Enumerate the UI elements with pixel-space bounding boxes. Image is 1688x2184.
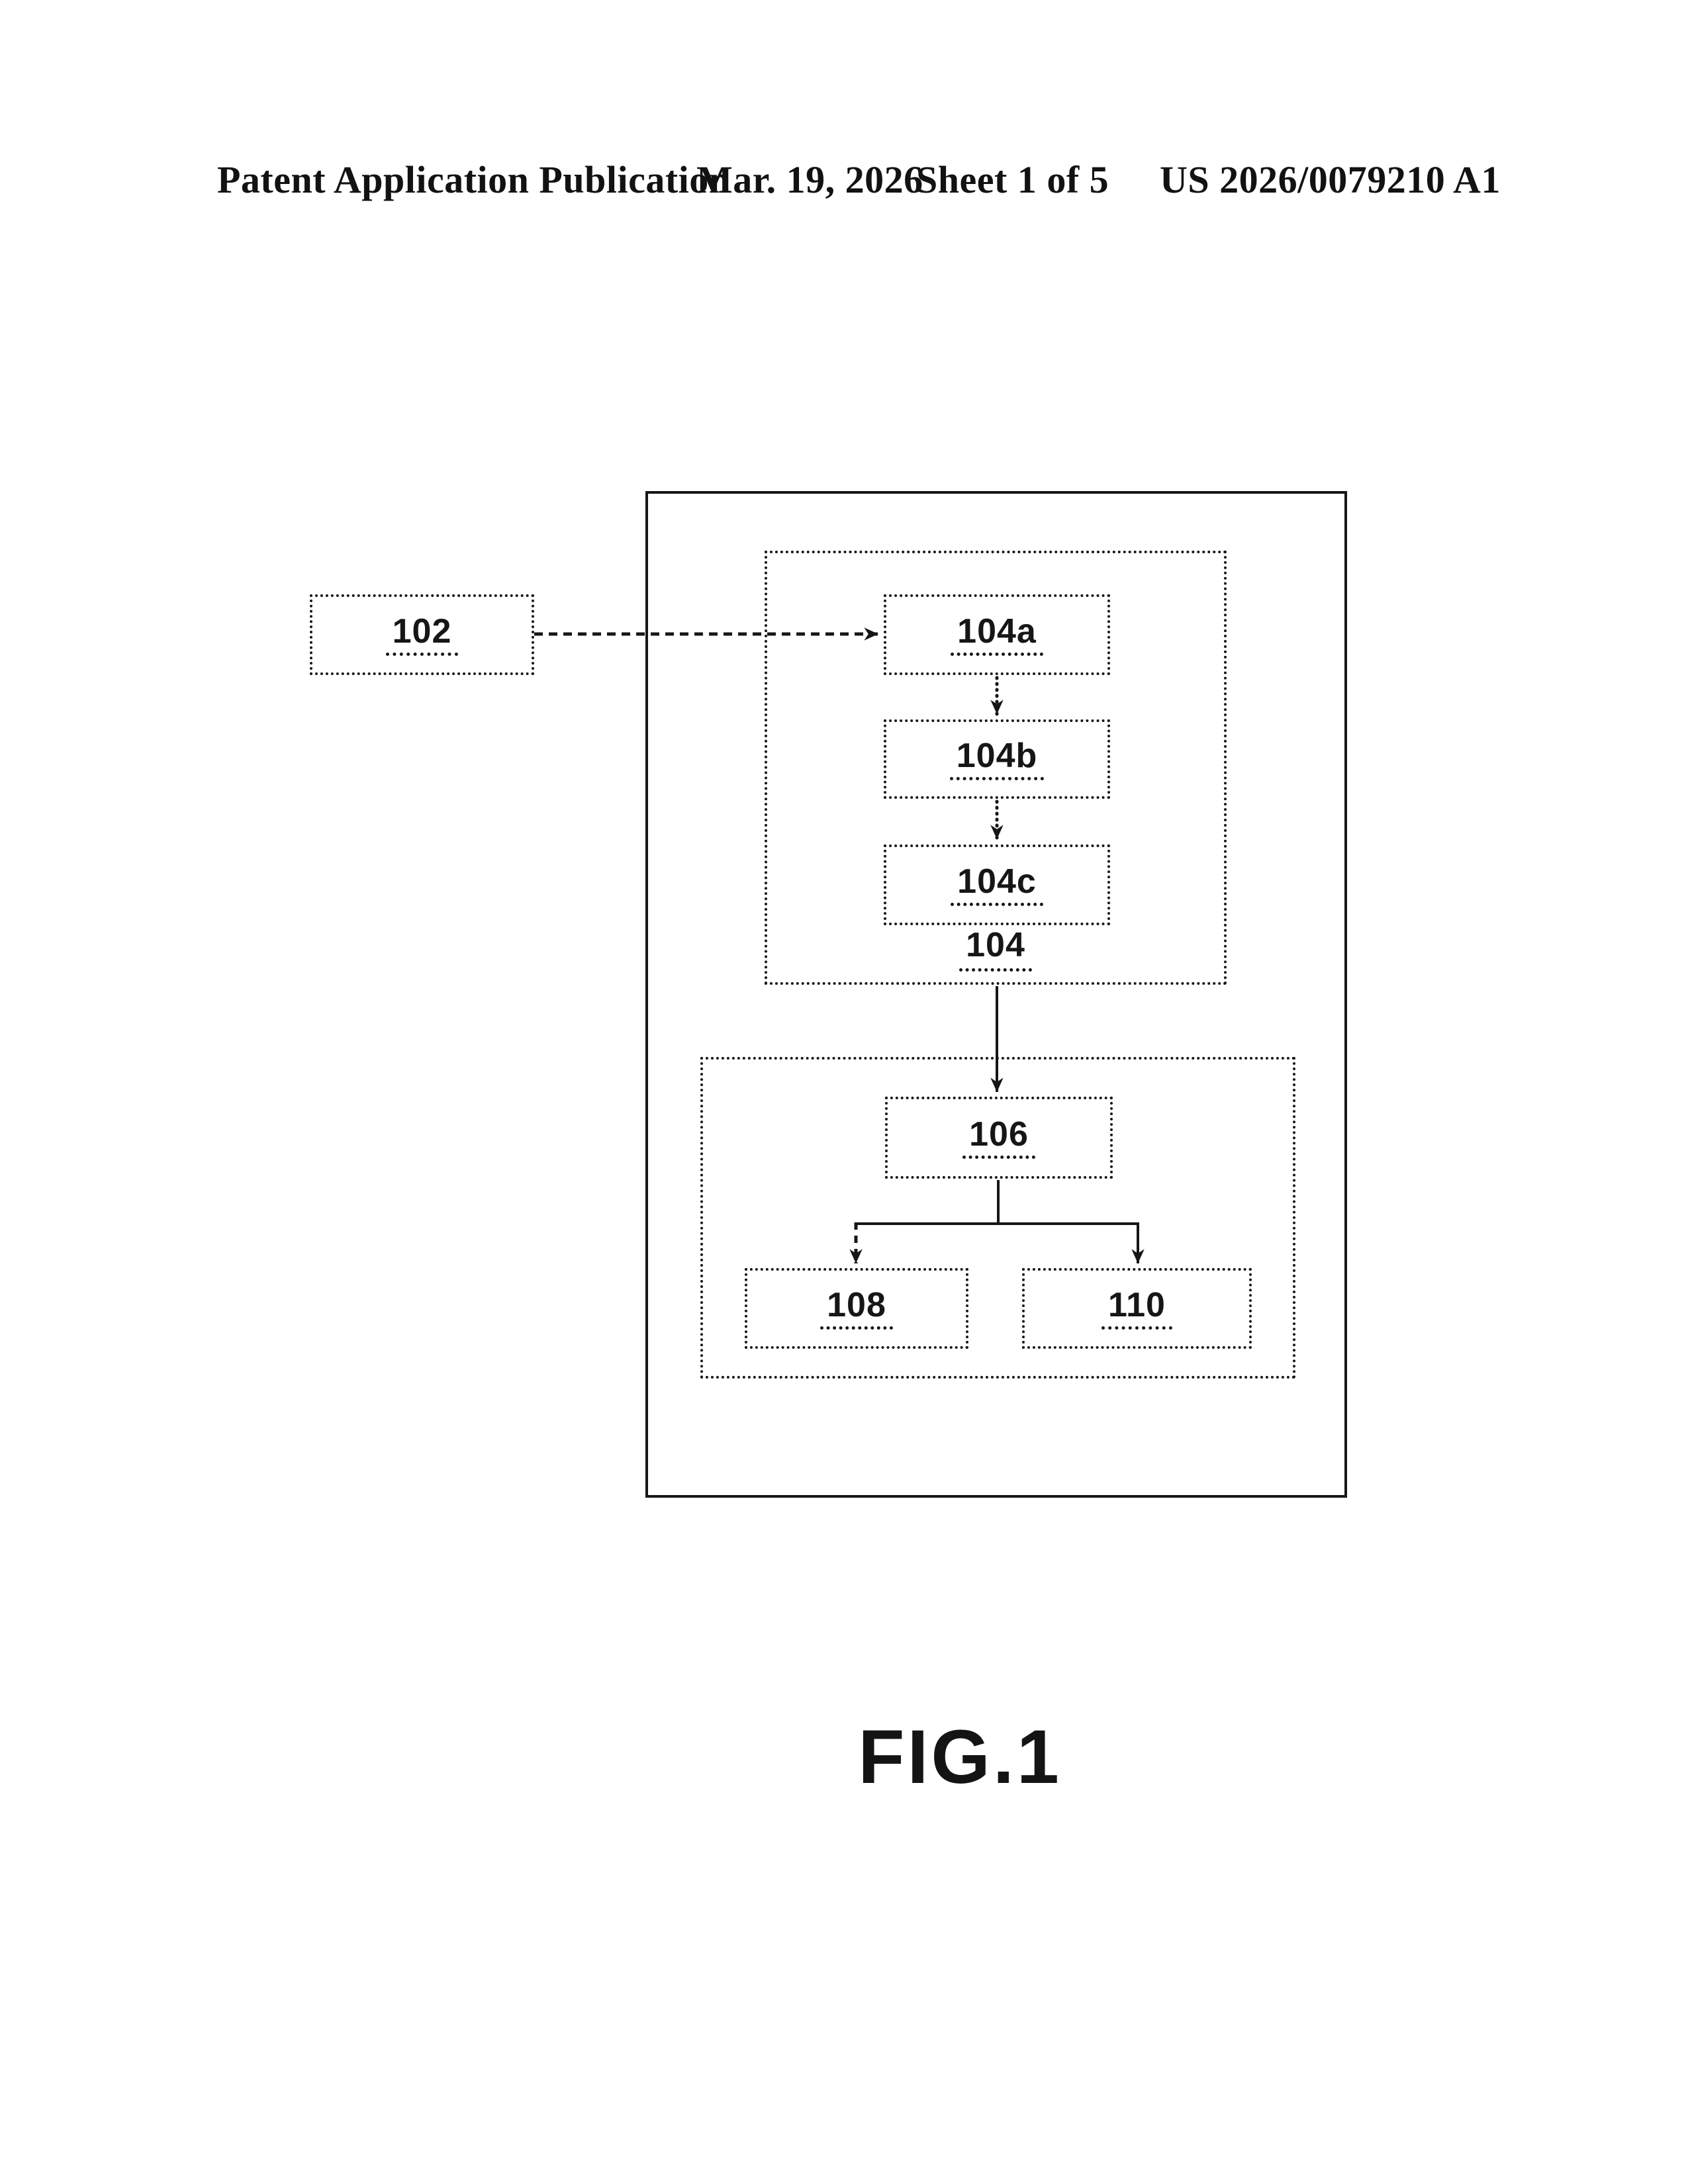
- outer-system-box: [645, 491, 1347, 1498]
- node-104a: 104a: [884, 594, 1110, 675]
- node-110-label: 110: [1102, 1288, 1172, 1330]
- header-publication-type: Patent Application Publication: [217, 158, 731, 201]
- group-box-104: [765, 551, 1227, 985]
- figure-caption: FIG.1: [858, 1715, 1062, 1799]
- node-104b: 104b: [884, 719, 1110, 799]
- node-110: 110: [1022, 1268, 1252, 1349]
- header-publication-number: US 2026/0079210 A1: [1160, 158, 1501, 201]
- node-104a-label: 104a: [951, 614, 1043, 656]
- node-108-label: 108: [820, 1288, 893, 1330]
- node-104c: 104c: [884, 844, 1110, 925]
- node-104b-label: 104b: [949, 739, 1045, 780]
- header-date: Mar. 19, 2026: [696, 158, 923, 201]
- node-108: 108: [745, 1268, 968, 1349]
- group-104-label-wrap: 104: [765, 926, 1227, 972]
- group-104-label: 104: [959, 926, 1032, 972]
- node-102-label: 102: [385, 614, 459, 656]
- node-106-label: 106: [962, 1117, 1035, 1159]
- node-104c-label: 104c: [951, 864, 1043, 906]
- header-sheet-count: Sheet 1 of 5: [916, 158, 1109, 201]
- node-102: 102: [310, 594, 534, 675]
- node-106: 106: [885, 1097, 1113, 1179]
